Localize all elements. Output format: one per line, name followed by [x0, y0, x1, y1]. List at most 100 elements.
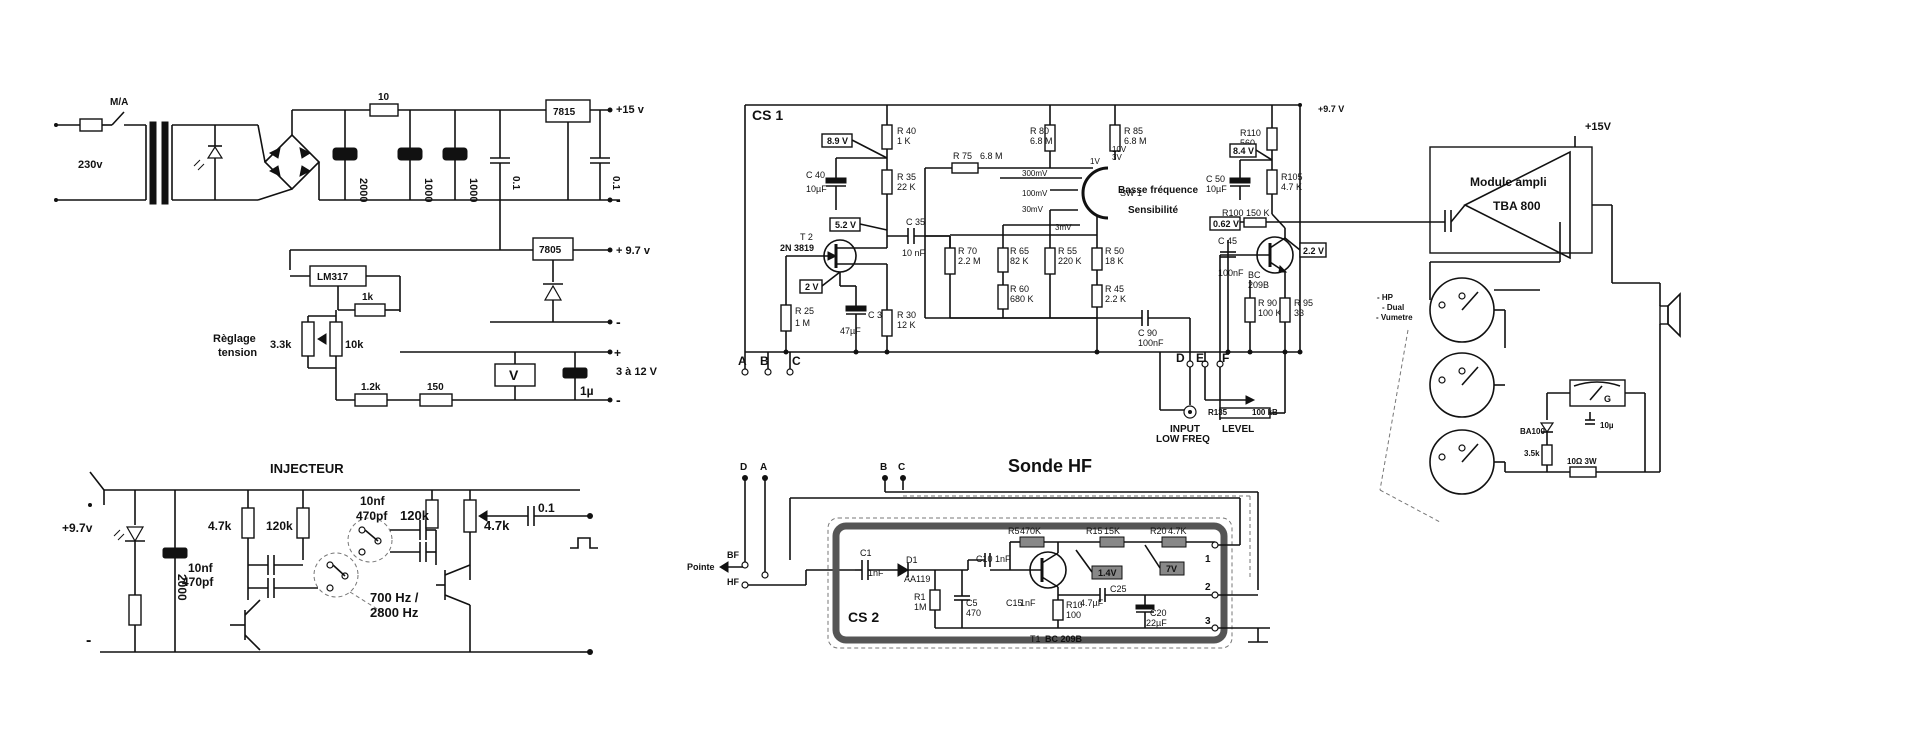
c40-label: C 40	[806, 170, 825, 180]
pin-a[interactable]	[741, 368, 749, 376]
pin-b[interactable]	[764, 368, 772, 376]
r15-label: R15	[1086, 526, 1103, 536]
sonde-hf-circuit: Sonde HF D A B C BF Pointe HF CS 2	[687, 456, 1270, 649]
c25-value: 4.7µF	[1080, 598, 1104, 608]
plus15-label: +15 v	[616, 104, 645, 116]
r100-label: R100	[1222, 208, 1244, 218]
r65-value: 82 K	[1010, 256, 1029, 266]
cs2-board-outline	[827, 517, 1233, 649]
c1000b-label: 1000	[467, 178, 479, 202]
sensibilite-label: Sensibilité	[1128, 205, 1178, 216]
freq-label-1: 700 Hz /	[370, 590, 419, 605]
inj-r120k2-label: 120k	[400, 508, 430, 523]
m3-label: 3mV	[1055, 223, 1072, 232]
r85-value: 6.8 M	[1124, 136, 1147, 146]
c90-label: C 90	[1138, 328, 1157, 338]
cs1-circuit: CS 1 +9.7 V R 40 1 K R 35 22 K 8.9 V C 4…	[738, 103, 1344, 445]
range-label: 3 à 12 V	[616, 366, 658, 378]
m10v-label: 10V	[1112, 145, 1127, 154]
c50-label: C 50	[1206, 174, 1225, 184]
r65-label: R 65	[1010, 246, 1029, 256]
t1-label: T1	[1030, 634, 1041, 644]
sonde-pin-c: C	[898, 462, 905, 473]
r55-label: R 55	[1058, 246, 1077, 256]
r25-label: R 25	[795, 306, 814, 316]
minus1-label: -	[616, 192, 621, 208]
minus3-label: -	[616, 392, 621, 408]
ba100-label: BA100	[1520, 427, 1545, 436]
bc-label: BC	[1248, 270, 1261, 280]
mains-switch	[111, 111, 125, 126]
module-title: Module ampli	[1470, 175, 1547, 189]
r20-label: R20	[1150, 526, 1167, 536]
sonde-pin-d: D	[740, 462, 747, 473]
lm317-label: LM317	[317, 272, 349, 283]
cs1-title: CS 1	[752, 107, 783, 123]
d1-label: D1	[906, 555, 918, 565]
level-label: LEVEL	[1222, 424, 1254, 435]
m100-label: 100mV	[1022, 189, 1048, 198]
hp-label: - HP	[1377, 293, 1394, 302]
r35-value: 22 K	[897, 182, 916, 192]
inj-c470pf1-label: 470pf	[182, 575, 214, 589]
pin-b-label: B	[760, 354, 769, 368]
plus97-label: + 9.7 v	[616, 245, 651, 257]
speaker-icon	[1659, 305, 1669, 325]
reg7805-label: 7805	[539, 245, 562, 256]
r30-label: R 30	[897, 310, 916, 320]
r30-value: 12 K	[897, 320, 916, 330]
low-freq-label: LOW FREQ	[1156, 434, 1210, 445]
cs2-label: CS 2	[848, 609, 879, 625]
pin-c-label: C	[792, 354, 801, 368]
c15-label: C15	[1006, 598, 1023, 608]
c10-label: C10	[976, 554, 993, 564]
fet-type: 2N 3819	[780, 243, 814, 253]
sw1-selector[interactable]	[1081, 166, 1109, 220]
resistor-10	[369, 103, 399, 117]
pin-e-label: E	[1196, 351, 1204, 365]
r90-label: R 90	[1258, 298, 1277, 308]
r80-value: 6.8 M	[1030, 136, 1053, 146]
injecteur-switch	[89, 471, 105, 491]
r70-value: 2.2 M	[958, 256, 981, 266]
r1k-label: 1k	[362, 292, 374, 303]
c45-label: C 45	[1218, 236, 1237, 246]
r5-value: 470K	[1020, 526, 1041, 536]
r135-value: 100 kB	[1252, 408, 1278, 417]
minus2-label: -	[616, 314, 621, 330]
inj-c2000-label: 2000	[175, 574, 189, 601]
inj-r47k-label: 4.7k	[208, 519, 232, 533]
pin-a-label: A	[738, 354, 747, 368]
c25-label: C25	[1110, 584, 1127, 594]
switch-label: M/A	[110, 97, 128, 108]
c1-value: 1nF	[868, 568, 884, 578]
diode-bridge-icon	[257, 110, 321, 201]
t1-value: BC 209B	[1045, 634, 1083, 644]
meter-g-label: G	[1604, 394, 1611, 404]
input-label: INPUT	[1170, 424, 1200, 435]
r10ohm-label: 10Ω 3W	[1567, 457, 1597, 466]
c30-value: 47µF	[840, 326, 861, 336]
fet-label: T 2	[800, 232, 813, 242]
c5-value: 470	[966, 608, 981, 618]
r110-label: R110	[1240, 128, 1261, 138]
r105-value: 4.7 K	[1281, 182, 1302, 192]
diode-d1-icon	[897, 563, 909, 577]
freq-switch	[313, 552, 359, 598]
d1-value: AA119	[904, 574, 930, 584]
pin-c[interactable]	[786, 368, 794, 376]
pin-d[interactable]	[1186, 360, 1194, 368]
c15-value: 1nF	[1020, 598, 1036, 608]
v2-label: 2 V	[805, 282, 819, 292]
v84-label: 8.4 V	[1233, 146, 1254, 156]
power-led-icon	[206, 145, 224, 159]
module-chip: TBA 800	[1493, 199, 1541, 213]
r80-label: R 80	[1030, 126, 1049, 136]
c10-value: 1nF	[995, 554, 1011, 564]
r45-value: 2.2 K	[1105, 294, 1126, 304]
c1-label: C1	[860, 548, 872, 558]
pointe-label: Pointe	[687, 562, 715, 572]
r10-value: 100	[1066, 610, 1081, 620]
module-ampli-box	[1429, 146, 1593, 254]
r95-value: 33	[1294, 308, 1304, 318]
